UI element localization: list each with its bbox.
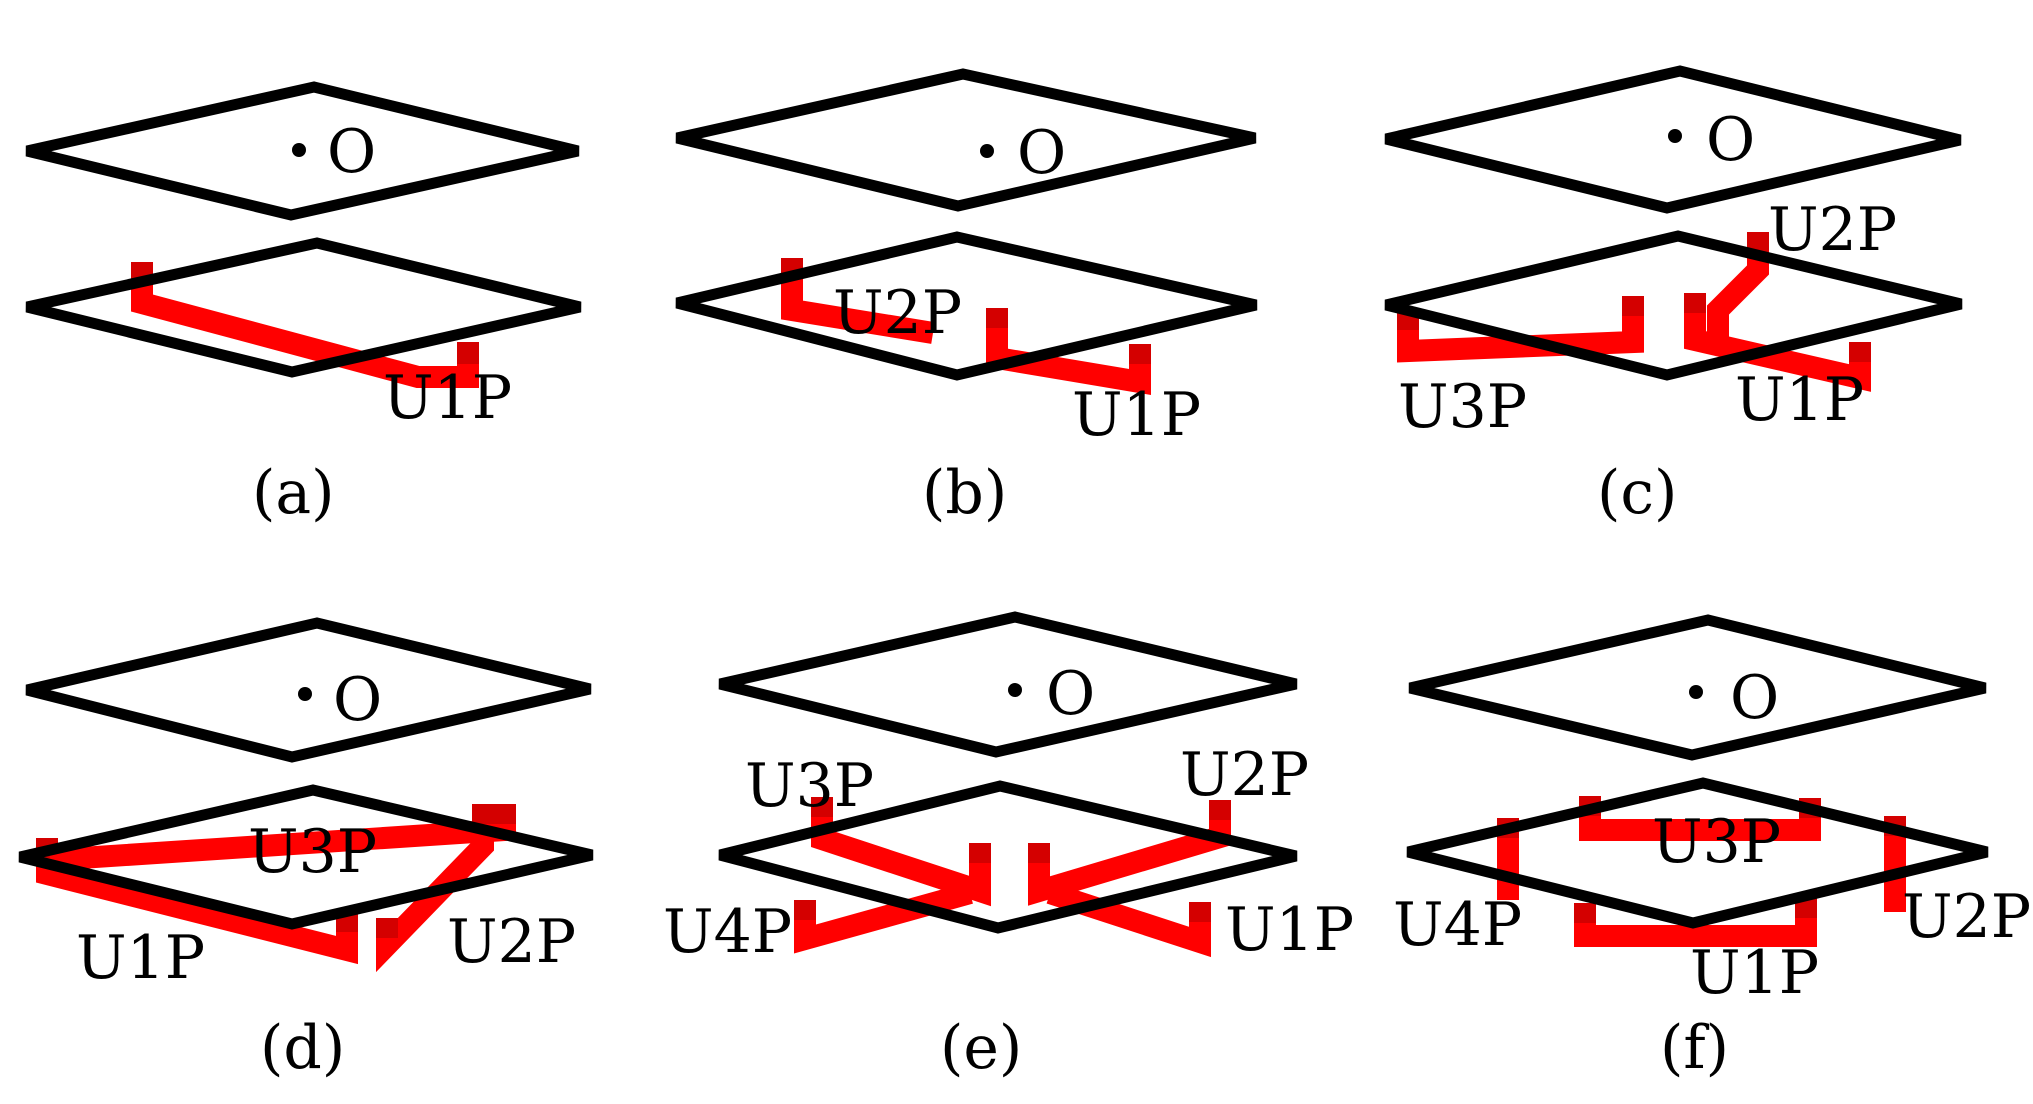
origin-dot: [292, 143, 306, 157]
rail-u3p: [811, 797, 991, 907]
bottom-plate: [1384, 230, 1963, 381]
label-u3p: U3P: [248, 817, 377, 887]
top-plate: [25, 617, 592, 763]
label-u3p: U3P: [1398, 372, 1527, 442]
label-u1p: U1P: [76, 923, 205, 993]
top-plate: [25, 81, 580, 221]
label-u1p: U1P: [1735, 365, 1864, 435]
panel-caption: (b): [922, 458, 1007, 528]
rail-u1p: [1046, 882, 1211, 958]
bottom-plate: [1406, 777, 1989, 929]
panel-caption: (d): [260, 1013, 345, 1083]
bottom-plate: [718, 780, 1298, 934]
origin-dot: [298, 687, 312, 701]
panel-d: O U3P U1P U2P (d): [18, 617, 594, 1083]
top-plate: [675, 68, 1257, 212]
bottom-plate: [18, 784, 594, 930]
label-u3p: U3P: [745, 751, 874, 821]
label-u1p: U1P: [1690, 938, 1819, 1008]
rail-u1p: [986, 308, 1151, 395]
label-u1p: U1P: [383, 363, 512, 433]
bottom-plate: [25, 237, 582, 378]
bottom-plate: [675, 231, 1258, 381]
origin-dot: [1689, 685, 1703, 699]
panel-e: O U3P U2P U4P U1P (e): [663, 611, 1354, 1083]
label-u1p: U1P: [1072, 380, 1201, 450]
panel-caption: (c): [1597, 458, 1677, 528]
top-plate: [718, 611, 1298, 758]
label-u3p: U3P: [1652, 807, 1781, 877]
rail-u1p: [1684, 293, 1871, 392]
panel-f: O U3P U4P U2P U1P (f): [1393, 614, 2031, 1083]
rail-u2p: [1028, 800, 1231, 906]
rail-u1p: [131, 262, 479, 388]
panel-caption: (e): [940, 1013, 1022, 1083]
label-u2p: U2P: [833, 278, 962, 348]
top-plate: [1384, 65, 1962, 214]
origin-dot: [1008, 683, 1022, 697]
origin-label: O: [333, 665, 382, 735]
origin-label: O: [1730, 663, 1779, 733]
label-u2p: U2P: [1768, 195, 1897, 265]
label-u4p: U4P: [1393, 890, 1522, 960]
rail-u1p: [1574, 898, 1817, 947]
panel-c: O U2P U3P U1P (c): [1384, 65, 1963, 528]
origin-label: O: [327, 117, 376, 187]
origin-label: O: [1017, 118, 1066, 188]
panel-b: O U2P U1P (b): [675, 68, 1258, 528]
top-plate: [1408, 614, 1987, 761]
label-u4p: U4P: [663, 897, 792, 967]
label-u2p: U2P: [1902, 882, 2031, 952]
label-u2p: U2P: [447, 907, 576, 977]
panel-caption: (a): [252, 458, 335, 528]
label-u1p: U1P: [1225, 895, 1354, 965]
origin-dot: [980, 144, 994, 158]
panel-a: O U1P (a): [25, 81, 582, 528]
label-u2p: U2P: [1180, 740, 1309, 810]
origin-dot: [1668, 129, 1682, 143]
origin-label: O: [1706, 105, 1755, 175]
origin-label: O: [1046, 659, 1095, 729]
panel-caption: (f): [1660, 1013, 1729, 1083]
